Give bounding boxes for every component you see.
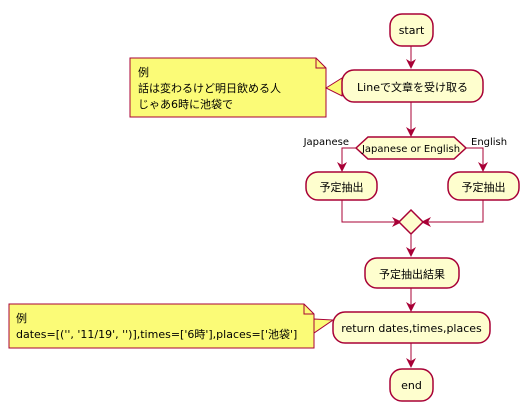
- node-end-label: end: [401, 379, 422, 392]
- note-bottom-line-1: 例: [16, 311, 27, 325]
- node-decision: Japanese or English: [354, 136, 468, 160]
- branch-label-left: Japanese: [303, 137, 349, 148]
- node-start: start: [389, 13, 434, 47]
- node-return: return dates,times,places: [332, 311, 491, 344]
- node-receive-label: Lineで文章を受け取る: [357, 80, 468, 94]
- note-top-line-2: 話は変わるけど明日飲める人: [138, 81, 281, 95]
- node-merge: [397, 208, 425, 236]
- node-extract-left: 予定抽出: [305, 171, 378, 201]
- node-result-label: 予定抽出結果: [379, 267, 445, 281]
- arrow-left-merge: [341, 200, 402, 227]
- note-top-line-1: 例: [138, 65, 149, 79]
- branch-label-right: English: [471, 137, 507, 148]
- arrow-right-merge: [421, 200, 484, 227]
- node-extract-right: 予定抽出: [447, 171, 520, 201]
- flow-arrows: [337, 46, 488, 368]
- note-top-line-3: じゃあ6時に池袋で: [138, 97, 233, 111]
- node-receive: Lineで文章を受け取る: [341, 69, 484, 103]
- node-return-label: return dates,times,places: [341, 322, 482, 335]
- node-result: 予定抽出結果: [364, 257, 460, 289]
- arrow-decision-left: [337, 147, 356, 172]
- arrow-decision-right: [466, 147, 488, 172]
- node-decision-label: Japanese or English: [361, 144, 460, 155]
- node-extract-left-label: 予定抽出: [320, 180, 364, 194]
- node-start-label: start: [399, 24, 425, 37]
- note-bottom-connector: [313, 318, 335, 334]
- node-end: end: [389, 368, 434, 402]
- note-top-connector: [324, 77, 343, 97]
- note-top: 例 話は変わるけど明日飲める人 じゃあ6時に池袋で: [129, 57, 327, 118]
- node-extract-right-label: 予定抽出: [462, 180, 506, 194]
- note-bottom: 例 dates=[('', '11/19', '')],times=['6時']…: [8, 303, 315, 349]
- note-bottom-line-2: dates=[('', '11/19', '')],times=['6時'],p…: [16, 327, 297, 341]
